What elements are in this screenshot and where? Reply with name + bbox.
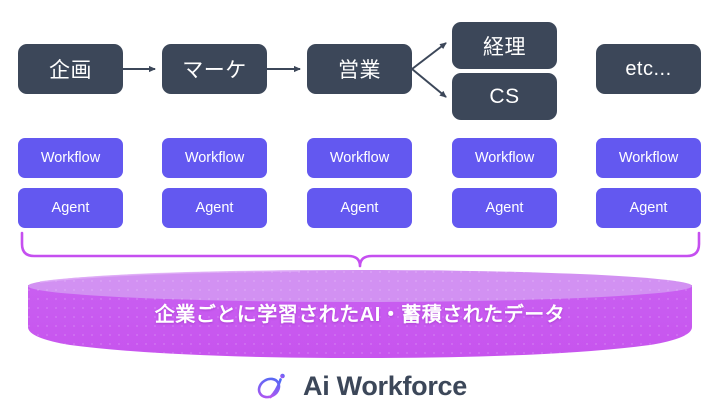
dept-box-eigyo[interactable]: 営業 [307, 44, 412, 94]
agent-label: Agent [51, 200, 90, 216]
agent-box-4[interactable]: Agent [452, 188, 557, 228]
agent-label: Agent [195, 200, 234, 216]
workflow-label: Workflow [40, 150, 101, 166]
dept-label: マーケ [182, 59, 247, 82]
arrow-eigyo-to-keiri [411, 42, 447, 70]
logo-wordmark: Ai Workforce [303, 370, 467, 401]
agent-box-3[interactable]: Agent [307, 188, 412, 228]
dept-box-kikaku[interactable]: 企画 [18, 44, 123, 94]
agent-label: Agent [340, 200, 379, 216]
dept-box-etc[interactable]: etc... [596, 44, 701, 94]
arrow-eigyo-to-cs [411, 68, 447, 98]
dept-box-marke[interactable]: マーケ [162, 44, 267, 94]
ai-workforce-logomark [257, 373, 285, 399]
dept-label: etc... [625, 57, 672, 80]
cylinder-label: 企業ごとに学習されたAI・蓄積されたデータ [154, 303, 566, 326]
workflow-box-5[interactable]: Workflow [596, 138, 701, 178]
agent-label: Agent [485, 200, 524, 216]
dept-label: 企画 [49, 59, 92, 82]
workflow-box-3[interactable]: Workflow [307, 138, 412, 178]
workflow-label: Workflow [618, 150, 679, 166]
workflow-label: Workflow [474, 150, 535, 166]
workflow-box-4[interactable]: Workflow [452, 138, 557, 178]
agent-box-1[interactable]: Agent [18, 188, 123, 228]
workflow-label: Workflow [329, 150, 390, 166]
dept-label: 営業 [338, 59, 381, 82]
workflow-label: Workflow [184, 150, 245, 166]
dept-label: CS [489, 84, 520, 108]
dept-box-cs[interactable]: CS [452, 73, 557, 120]
workflow-box-2[interactable]: Workflow [162, 138, 267, 178]
dept-label: 経理 [483, 35, 526, 59]
agent-box-2[interactable]: Agent [162, 188, 267, 228]
brand-logo: Ai Workforce [0, 360, 721, 412]
workflow-box-1[interactable]: Workflow [18, 138, 123, 178]
agent-label: Agent [629, 200, 668, 216]
grouping-brace [20, 231, 701, 268]
knowledge-cylinder: 企業ごとに学習されたAI・蓄積されたデータ [28, 272, 692, 344]
agent-box-5[interactable]: Agent [596, 188, 701, 228]
dept-box-keiri[interactable]: 経理 [452, 22, 557, 69]
